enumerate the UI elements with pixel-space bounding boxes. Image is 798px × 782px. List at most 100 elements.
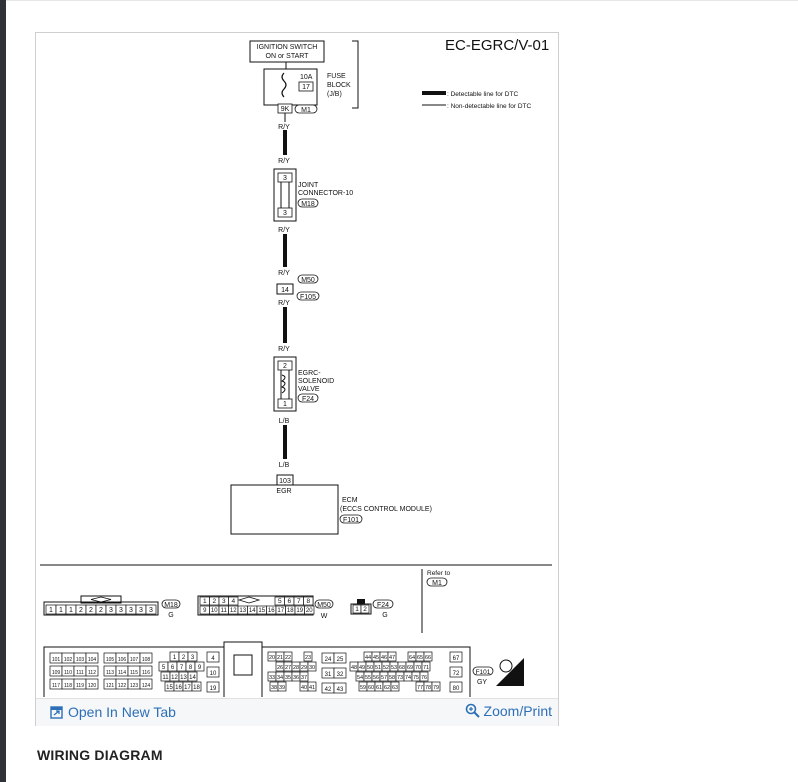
pin-label: 107 xyxy=(130,657,139,663)
egrc-label-3: VALVE xyxy=(298,386,320,393)
pin-label: 41 xyxy=(309,685,315,691)
svg-text:3: 3 xyxy=(283,175,287,182)
pin-label: 13 xyxy=(180,675,187,681)
wiring-diagram[interactable]: EC-EGRC/V-01 IGNITION SWITCH ON or START… xyxy=(36,33,558,697)
pin-label: 40 xyxy=(301,685,307,691)
pin-label: 16 xyxy=(268,608,275,614)
pin-label: 65 xyxy=(417,655,423,661)
pin-label: 28 xyxy=(293,665,299,671)
pin-label: 1 xyxy=(69,607,73,614)
pin-label: 17 xyxy=(184,685,191,691)
pin-label: 42 xyxy=(325,687,332,693)
joint-connector-box xyxy=(273,168,297,222)
pin-label: 7 xyxy=(297,598,301,605)
svg-text:F101: F101 xyxy=(476,669,491,676)
pin-label: 20 xyxy=(269,655,275,661)
pin-label: 11 xyxy=(221,608,228,614)
pin-label: 33 xyxy=(269,675,275,681)
pin-label: 25 xyxy=(337,657,344,663)
pin-label: 118 xyxy=(64,683,72,689)
pin-label: 43 xyxy=(337,687,344,693)
pin-label: 4 xyxy=(211,656,215,662)
svg-text:M18: M18 xyxy=(164,602,178,609)
svg-text:3: 3 xyxy=(283,210,287,217)
pin-label: 2 xyxy=(212,598,216,605)
ecm-label-2: (ECCS CONTROL MODULE) xyxy=(340,506,432,513)
pin-label: 103 xyxy=(76,657,85,663)
pin-label: 113 xyxy=(106,670,114,676)
pin-label: 104 xyxy=(88,657,97,663)
pin-label: 18 xyxy=(193,685,200,691)
pin-label: 61 xyxy=(376,685,382,691)
pin-label: 3 xyxy=(129,607,133,614)
pin-label: 9 xyxy=(198,665,202,671)
pin-label: 45 xyxy=(373,655,379,661)
pin-label: 3 xyxy=(109,607,113,614)
pin-label: 5 xyxy=(278,598,282,605)
pin-label: 119 xyxy=(76,683,84,689)
fuse-number: 17 xyxy=(302,84,310,91)
pin-label: 117 xyxy=(52,683,60,689)
pin-label: 124 xyxy=(142,683,151,689)
legend-detectable: : Detectable line for DTC xyxy=(447,91,518,98)
pin-label: 19 xyxy=(296,608,303,614)
pin-label: 56 xyxy=(373,675,379,681)
pin-label: 50 xyxy=(367,665,373,671)
harness-side-icon: H.S. xyxy=(496,658,524,686)
pin-label: 32 xyxy=(337,672,344,678)
pin-label: 59 xyxy=(360,685,366,691)
pin-label: 115 xyxy=(130,670,138,676)
ecm-label-1: ECM xyxy=(342,497,358,504)
pin-label: 116 xyxy=(142,670,150,676)
pin-label: 20 xyxy=(306,608,313,614)
pin-label: 1 xyxy=(355,606,359,613)
egrc-label-1: EGRC- xyxy=(298,370,321,377)
pin-label: 35 xyxy=(285,675,291,681)
zoom-icon xyxy=(465,703,480,718)
open-in-new-tab-link[interactable]: Open In New Tab xyxy=(50,704,176,720)
pin-label: 66 xyxy=(425,655,431,661)
pin-label: 64 xyxy=(409,655,415,661)
pin-label: 26 xyxy=(277,665,283,671)
pin-label: 27 xyxy=(285,665,291,671)
legend-nondetectable: : Non-detectable line for DTC xyxy=(447,103,531,110)
pin-label: 6 xyxy=(287,598,291,605)
pin-label: 14 xyxy=(189,675,196,681)
pin-label: 121 xyxy=(106,683,115,689)
ignition-label-2: ON or START xyxy=(266,53,310,60)
pin-label: 69 xyxy=(407,665,413,671)
pin-label: 108 xyxy=(142,657,151,663)
pin-label: 3 xyxy=(149,607,153,614)
pin-label: 53 xyxy=(391,665,397,671)
pin-label: 58 xyxy=(389,675,395,681)
pin-label: 31 xyxy=(325,672,332,678)
zoom-print-link[interactable]: Zoom/Print xyxy=(465,703,552,719)
image-toolbar: Open In New Tab Zoom/Print xyxy=(36,698,558,726)
pin-label: 62 xyxy=(384,685,390,691)
pin-label: 1 xyxy=(203,598,207,605)
pin-label: 29 xyxy=(301,665,307,671)
pin-label: 109 xyxy=(52,670,61,676)
coil-icon xyxy=(280,374,286,394)
pin-label: 3 xyxy=(222,598,226,605)
top-divider xyxy=(6,0,798,1)
pin-label: 7 xyxy=(180,665,184,671)
m50-color: W xyxy=(321,613,328,620)
fuse-terminal: 9K xyxy=(281,106,290,113)
pin-label: 55 xyxy=(365,675,371,681)
pin-label: 114 xyxy=(118,670,126,676)
pin-label: 77 xyxy=(417,685,423,691)
pin-label: 44 xyxy=(365,655,371,661)
egrc-label-2: SOLENOID xyxy=(298,378,334,385)
fuse-label-1: FUSE xyxy=(327,73,346,80)
fuse-amp: 10A xyxy=(300,74,313,81)
pin-label: 2 xyxy=(363,606,367,613)
pin-label: 10 xyxy=(210,671,217,677)
zoom-print-label: Zoom/Print xyxy=(483,703,552,719)
pin-label: 24 xyxy=(325,657,332,663)
pin-label: 11 xyxy=(162,675,169,681)
svg-text:R/Y: R/Y xyxy=(278,346,290,353)
pin-label: 3 xyxy=(191,655,195,661)
f101-color: GY xyxy=(477,679,487,686)
pin-label: 67 xyxy=(453,656,460,662)
